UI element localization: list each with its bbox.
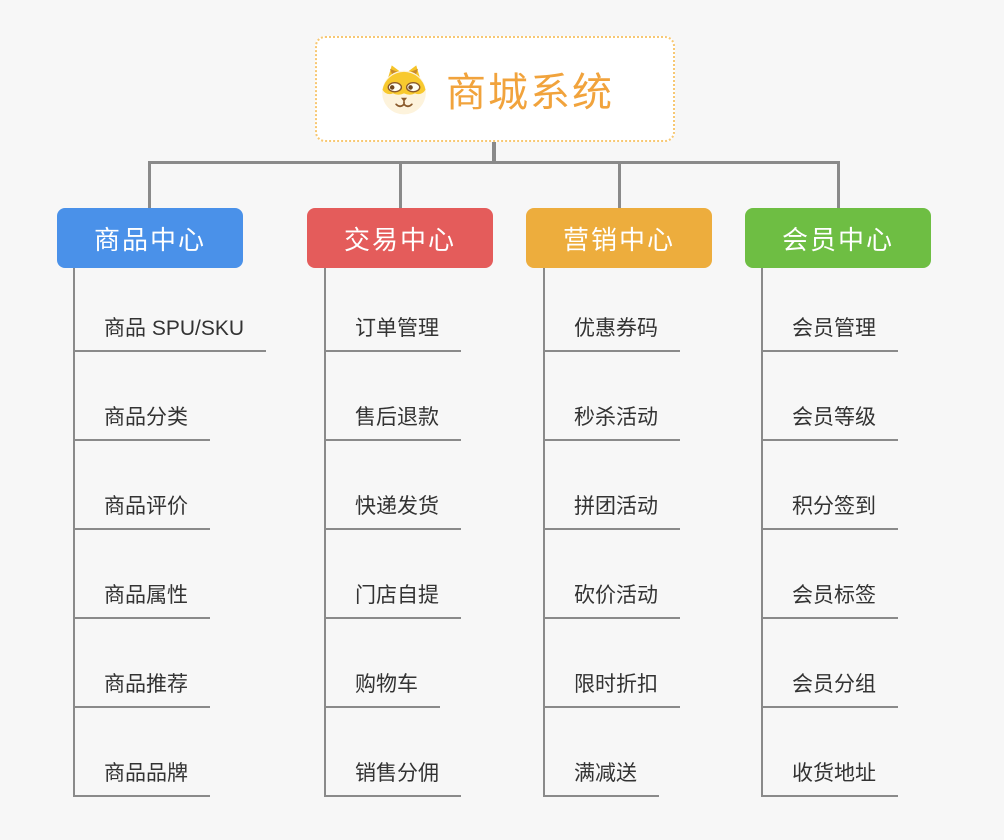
leaf-node[interactable]: 收货地址 bbox=[763, 708, 898, 797]
leaf-node[interactable]: 会员标签 bbox=[763, 530, 898, 619]
dog-face-icon bbox=[382, 65, 426, 115]
leaf-node[interactable]: 商品 SPU/SKU bbox=[75, 268, 267, 352]
leaf-node[interactable]: 商品品牌 bbox=[75, 708, 210, 797]
branch-label: 交易中心 bbox=[343, 224, 456, 255]
leaf-node[interactable]: 购物车 bbox=[326, 619, 440, 708]
branch-column-products: 商品 SPU/SKU 商品分类 商品评价 商品属性 商品推荐 商品品牌 bbox=[73, 268, 267, 797]
leaf-node[interactable]: 限时折扣 bbox=[545, 619, 680, 708]
leaf-node[interactable]: 积分签到 bbox=[763, 441, 898, 530]
drop-line-trade bbox=[399, 161, 402, 208]
branch-column-trade: 订单管理 售后退款 快递发货 门店自提 购物车 销售分佣 bbox=[324, 268, 461, 797]
branch-node-members[interactable]: 会员中心 bbox=[745, 208, 931, 268]
branch-bus-line bbox=[149, 161, 838, 164]
branch-column-marketing: 优惠券码 秒杀活动 拼团活动 砍价活动 限时折扣 满减送 bbox=[543, 268, 680, 797]
leaf-node[interactable]: 快递发货 bbox=[326, 441, 461, 530]
drop-line-marketing bbox=[618, 161, 621, 208]
drop-line-products bbox=[148, 161, 151, 208]
leaf-node[interactable]: 满减送 bbox=[545, 708, 659, 797]
leaf-node[interactable]: 砍价活动 bbox=[545, 530, 680, 619]
branch-label: 会员中心 bbox=[781, 224, 894, 255]
leaf-node[interactable]: 优惠券码 bbox=[545, 268, 680, 352]
branch-column-members: 会员管理 会员等级 积分签到 会员标签 会员分组 收货地址 bbox=[761, 268, 898, 797]
leaf-node[interactable]: 商品评价 bbox=[75, 441, 210, 530]
leaf-node[interactable]: 秒杀活动 bbox=[545, 352, 680, 441]
branch-node-trade[interactable]: 交易中心 bbox=[307, 208, 493, 268]
branch-node-marketing[interactable]: 营销中心 bbox=[526, 208, 712, 268]
leaf-node[interactable]: 商品推荐 bbox=[75, 619, 210, 708]
branch-label: 商品中心 bbox=[93, 224, 206, 255]
leaf-node[interactable]: 会员分组 bbox=[763, 619, 898, 708]
leaf-node[interactable]: 商品属性 bbox=[75, 530, 210, 619]
leaf-node[interactable]: 会员等级 bbox=[763, 352, 898, 441]
branch-node-products[interactable]: 商品中心 bbox=[57, 208, 243, 268]
leaf-node[interactable]: 订单管理 bbox=[326, 268, 461, 352]
branch-label: 营销中心 bbox=[562, 224, 675, 255]
root-node[interactable]: 商城系统 bbox=[315, 36, 675, 142]
root-node-title: 商城系统 bbox=[446, 71, 614, 115]
leaf-node[interactable]: 售后退款 bbox=[326, 352, 461, 441]
leaf-node[interactable]: 商品分类 bbox=[75, 352, 210, 441]
drop-line-members bbox=[837, 161, 840, 208]
leaf-node[interactable]: 销售分佣 bbox=[326, 708, 461, 797]
leaf-node[interactable]: 拼团活动 bbox=[545, 441, 680, 530]
leaf-node[interactable]: 会员管理 bbox=[763, 268, 898, 352]
leaf-node[interactable]: 门店自提 bbox=[326, 530, 461, 619]
root-connector-line bbox=[492, 140, 496, 163]
